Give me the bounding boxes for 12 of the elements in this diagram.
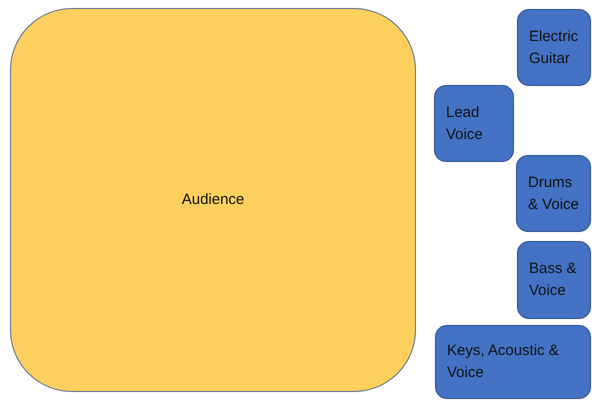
band-member-box	[434, 85, 514, 162]
box-label: Electric Guitar	[529, 26, 580, 68]
area-label: Audience	[182, 190, 244, 210]
band-member-box	[517, 9, 591, 86]
box-label: Drums & Voice	[528, 172, 580, 214]
box-label: Keys, Acoustic & Voice	[447, 341, 560, 383]
band-member-box	[517, 241, 591, 319]
box-label: Lead Voice	[446, 102, 484, 144]
band-member-box	[435, 325, 591, 399]
audience-area	[10, 8, 416, 392]
box-label: Bass & Voice	[529, 259, 578, 301]
band-member-box	[516, 155, 591, 232]
